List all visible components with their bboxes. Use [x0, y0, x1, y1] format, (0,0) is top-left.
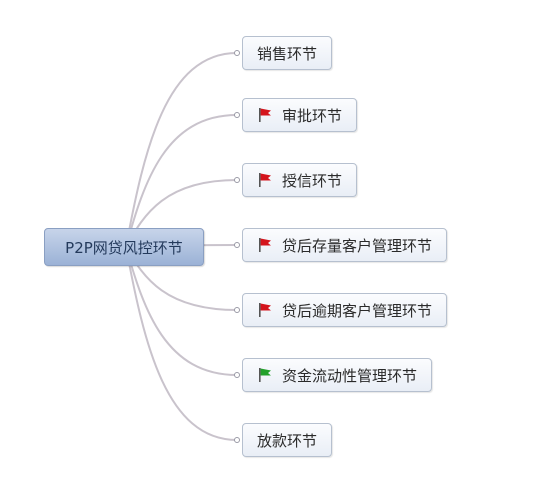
- branch-label: 放款环节: [257, 431, 318, 450]
- branch-approval[interactable]: 审批环节: [242, 98, 358, 132]
- connector-line: [125, 246, 238, 441]
- root-topic-label: P2P网贷风控环节: [65, 238, 183, 257]
- branch-label: 授信环节: [282, 171, 343, 190]
- connector-line: [125, 52, 238, 248]
- red-flag-icon: [257, 107, 273, 123]
- branch-credit[interactable]: 授信环节: [242, 163, 358, 197]
- connector-knob[interactable]: [234, 177, 240, 183]
- branch-sales[interactable]: 销售环节: [242, 36, 333, 70]
- red-flag-icon: [257, 172, 273, 188]
- branch-post-loan-existing[interactable]: 贷后存量客户管理环节: [242, 228, 448, 262]
- connector-knob[interactable]: [234, 437, 240, 443]
- red-flag-icon: [257, 302, 273, 318]
- connector-knob[interactable]: [234, 307, 240, 313]
- connector-knob[interactable]: [234, 50, 240, 56]
- branch-label: 审批环节: [282, 106, 343, 125]
- branch-label: 资金流动性管理环节: [282, 366, 418, 385]
- connector-knob[interactable]: [234, 242, 240, 248]
- connector-knob[interactable]: [234, 112, 240, 118]
- connector-line: [125, 114, 238, 248]
- branch-liquidity[interactable]: 资金流动性管理环节: [242, 358, 433, 392]
- branch-disbursement[interactable]: 放款环节: [242, 423, 333, 457]
- branch-post-loan-overdue[interactable]: 贷后逾期客户管理环节: [242, 293, 448, 327]
- connector-knob[interactable]: [234, 372, 240, 378]
- connector-line: [125, 246, 238, 376]
- red-flag-icon: [257, 237, 273, 253]
- root-topic[interactable]: P2P网贷风控环节: [44, 228, 204, 266]
- branch-label: 销售环节: [257, 44, 318, 63]
- green-flag-icon: [257, 367, 273, 383]
- branch-label: 贷后存量客户管理环节: [282, 236, 433, 255]
- branch-label: 贷后逾期客户管理环节: [282, 301, 433, 320]
